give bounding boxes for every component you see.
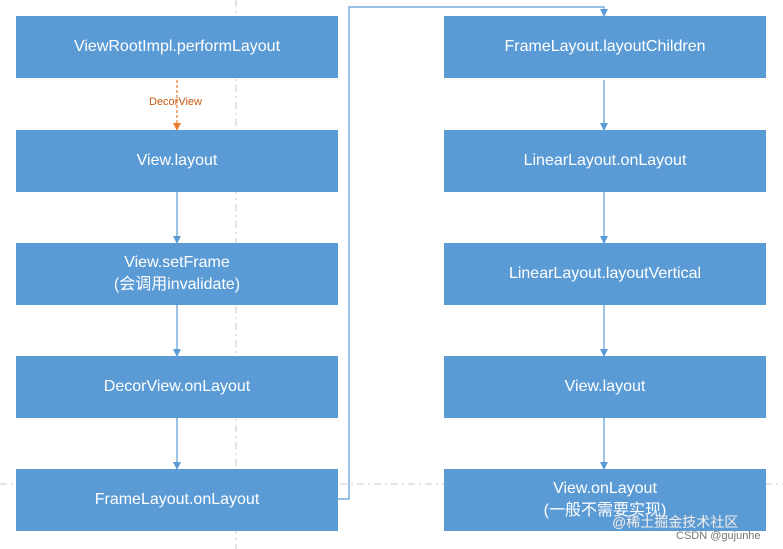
node-label: ViewRootImpl.performLayout — [73, 38, 281, 55]
node-label: FrameLayout.onLayout — [94, 491, 260, 508]
watermark-csdn: CSDN @gujunhe — [676, 530, 761, 542]
node-label: LinearLayout.layoutVertical — [508, 265, 702, 282]
arrow-n5-n6 — [338, 6, 608, 500]
node-framelayout-onlayout: FrameLayout.onLayout — [16, 469, 338, 531]
node-linearlayout-onlayout: LinearLayout.onLayout — [444, 130, 766, 192]
node-view-layout-2: View.layout — [444, 356, 766, 418]
node-framelayout-layoutchildren: FrameLayout.layoutChildren — [444, 16, 766, 78]
node-label-secondary: (会调用invalidate) — [113, 276, 241, 293]
node-decorview-onlayout: DecorView.onLayout — [16, 356, 338, 418]
node-label: View.layout — [564, 378, 646, 395]
node-label: FrameLayout.layoutChildren — [504, 38, 706, 55]
watermark-juejin: @稀土掘金技术社区 — [612, 514, 739, 530]
node-view-layout: View.layout — [16, 130, 338, 192]
node-view-setframe: View.setFrame (会调用invalidate) — [16, 243, 338, 305]
node-label-secondary: (一般不需要实现) — [543, 502, 667, 519]
node-label: LinearLayout.onLayout — [523, 152, 687, 169]
node-label: View.layout — [136, 152, 218, 169]
node-viewrootimpl-performlayout: ViewRootImpl.performLayout — [16, 16, 338, 78]
node-label: View.onLayout — [553, 480, 657, 497]
node-label: DecorView.onLayout — [103, 378, 251, 395]
node-label: View.setFrame — [124, 254, 230, 271]
node-linearlayout-layoutvertical: LinearLayout.layoutVertical — [444, 243, 766, 305]
node-view-onlayout: View.onLayout (一般不需要实现) — [444, 469, 766, 531]
edge-label-decorview: DecorView — [149, 96, 202, 108]
